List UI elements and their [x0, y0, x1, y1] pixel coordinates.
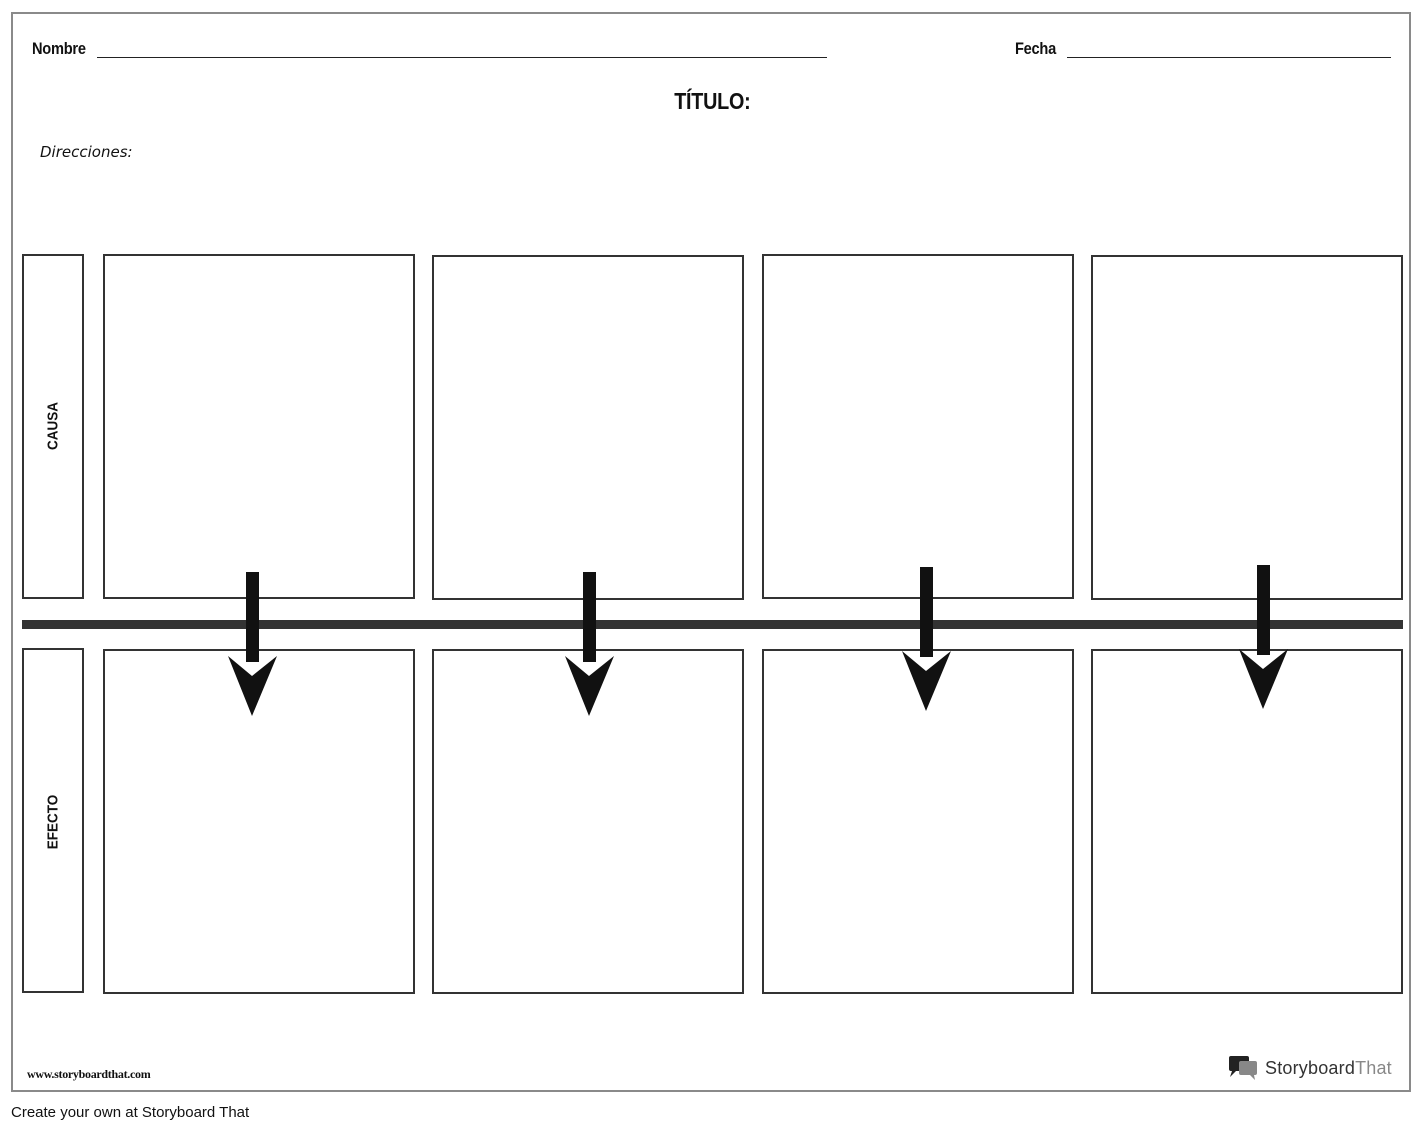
name-label: Nombre [32, 39, 86, 58]
timeline-bar [22, 620, 1403, 629]
cause-box-2[interactable] [432, 255, 744, 600]
cause-label-box [22, 254, 84, 599]
cause-box-1[interactable] [103, 254, 415, 599]
page-title-text: TÍTULO: [674, 88, 751, 114]
cause-label: CAUSA [44, 401, 62, 451]
effect-box-1[interactable] [103, 649, 415, 994]
down-arrow-icon [228, 572, 277, 716]
down-arrow-icon [1239, 565, 1288, 709]
directions-label: Direcciones: [40, 143, 133, 161]
cause-box-3[interactable] [762, 254, 1074, 599]
speech-bubble-icon [1229, 1056, 1257, 1080]
effect-label-box [22, 648, 84, 993]
effect-box-4[interactable] [1091, 649, 1403, 994]
down-arrow-icon [902, 567, 951, 711]
create-caption[interactable]: Create your own at Storyboard That [11, 1104, 250, 1121]
brand-light-text: That [1355, 1057, 1392, 1078]
effect-label: EFECTO [44, 794, 62, 850]
name-line [97, 57, 827, 58]
effect-box-3[interactable] [762, 649, 1074, 994]
date-label: Fecha [1015, 39, 1056, 58]
storyboardthat-logo: StoryboardThat [1227, 1054, 1392, 1082]
date-line [1067, 57, 1391, 58]
footer-url: www.storyboardthat.com [27, 1067, 151, 1081]
page-title: TÍTULO: [0, 88, 1425, 115]
brand-main-text: Storyboard [1265, 1057, 1356, 1078]
down-arrow-icon [565, 572, 614, 716]
cause-box-4[interactable] [1091, 255, 1403, 600]
